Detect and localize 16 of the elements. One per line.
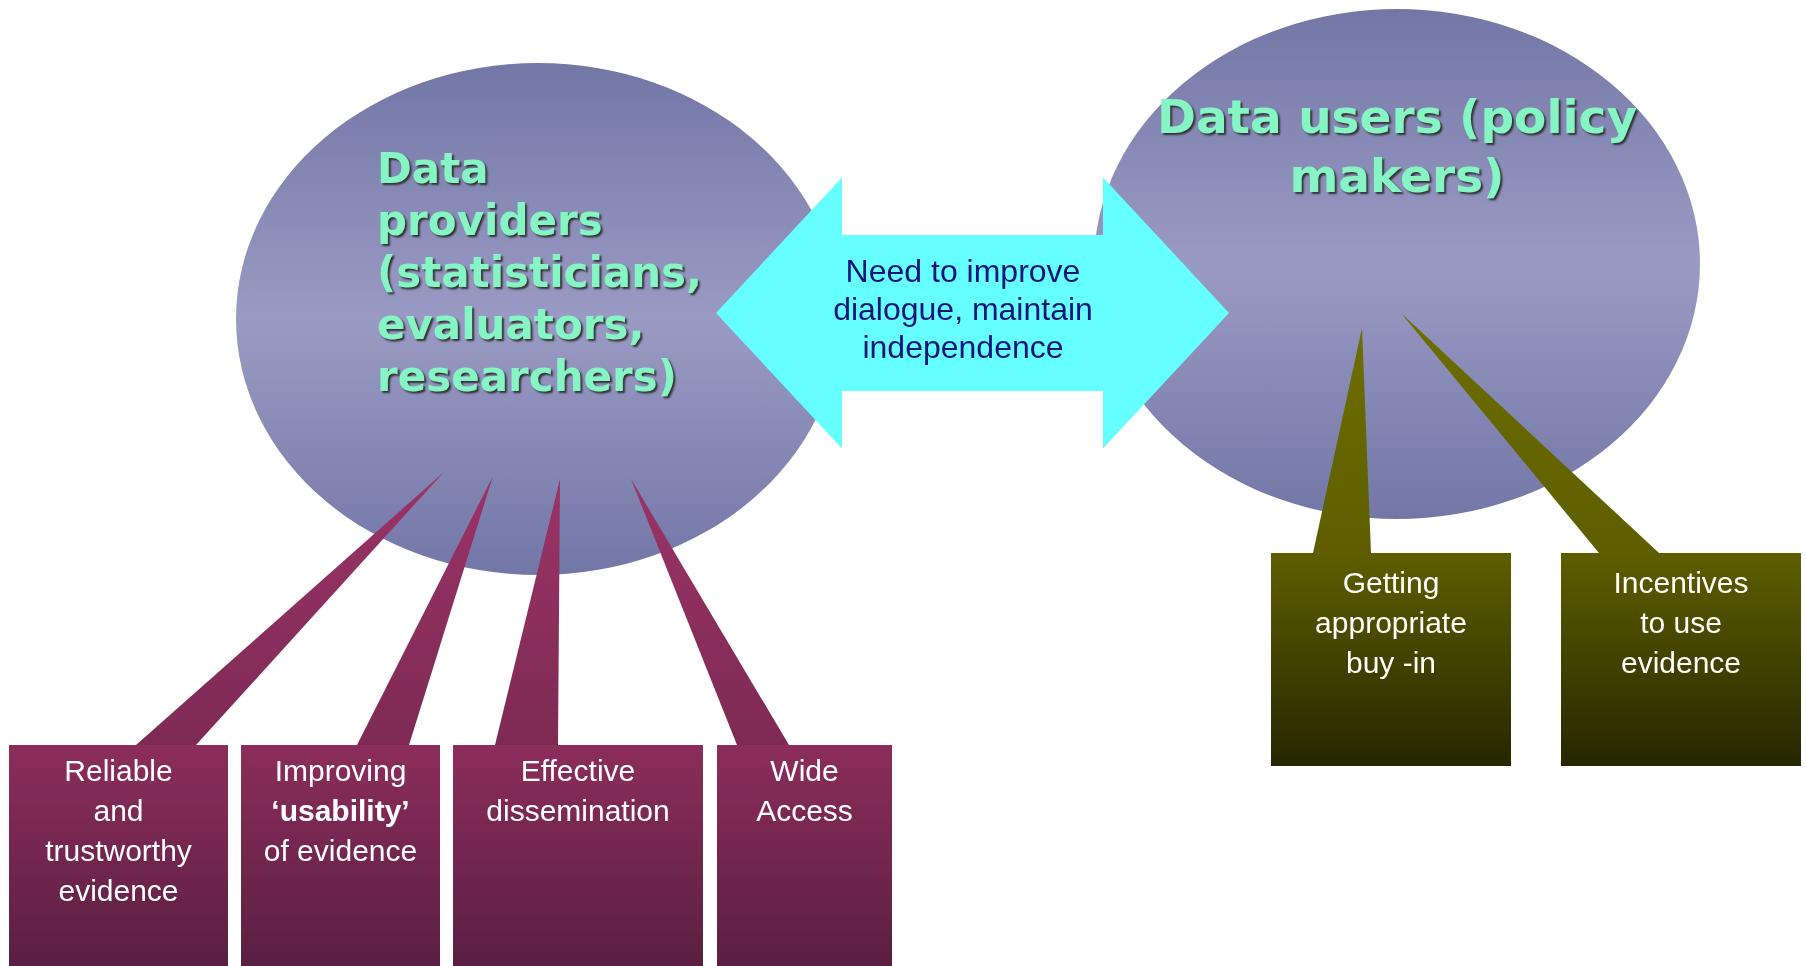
node-title: Data providers (statisticians, evaluators, researchers)	[377, 143, 704, 403]
callout-box: Wide Access	[717, 745, 892, 966]
leader-line	[1313, 328, 1371, 553]
node-title: Data users (policy makers)	[1155, 88, 1639, 205]
callout-box: Incentives to use evidence	[1561, 553, 1801, 766]
leader-line	[631, 479, 789, 745]
callout-box: Improving ‘usability’ of evidence	[241, 745, 440, 966]
callout-box: Reliable and trustworthy evidence	[9, 745, 228, 966]
leader-line	[357, 476, 493, 745]
leader-line	[136, 472, 444, 745]
leader-line	[1401, 313, 1659, 553]
callout-box: Effective dissemination	[453, 745, 703, 966]
double-arrow	[716, 177, 1229, 449]
edge-label: Need to improve dialogue, maintain independence	[832, 252, 1094, 366]
callout-box: Getting appropriate buy -in	[1271, 553, 1511, 766]
leader-line	[495, 479, 560, 745]
